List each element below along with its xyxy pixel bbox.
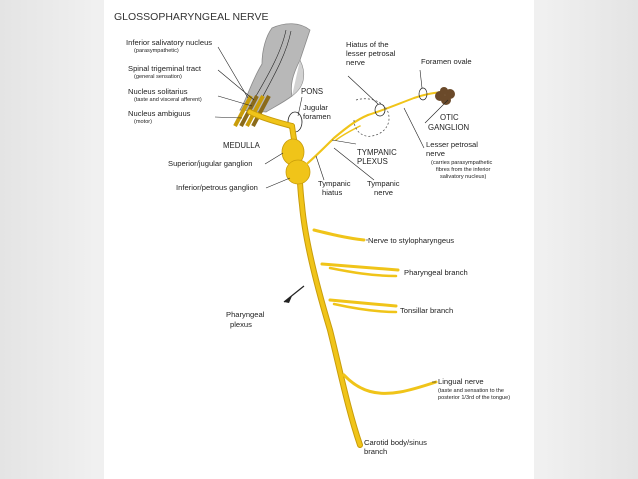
- label-tympanic-hiatus-1: Tympanic: [318, 179, 351, 188]
- label-pharyngeal-branch: Pharyngeal branch: [404, 268, 468, 277]
- label-carotid-1: Carotid body/sinus: [364, 438, 427, 447]
- label-lingual-sub-2: posterior 1/3rd of the tongue): [438, 395, 510, 401]
- label-inferior-ganglion: Inferior/petrous ganglion: [176, 183, 258, 192]
- label-hiatus-3: nerve: [346, 58, 365, 67]
- label-hiatus-2: lesser petrosal: [346, 49, 396, 58]
- branch-lingual: [342, 373, 438, 395]
- hiatus-ring: [374, 103, 386, 117]
- branch-stylopharyngeus: [312, 228, 366, 242]
- label-pharyngeal-plexus-2: plexus: [230, 320, 252, 329]
- label-tympanic-nerve-1: Tympanic: [367, 179, 400, 188]
- label-nucleus-solitarius-sub: (taste and visceral afferent): [134, 97, 202, 103]
- label-lesser-petrosal-2: nerve: [426, 149, 445, 158]
- label-lingual-nerve: Lingual nerve: [438, 377, 484, 386]
- pharyngeal-plexus-arrow: [283, 285, 305, 303]
- label-tympanic-nerve-2: nerve: [374, 188, 393, 197]
- label-superior-ganglion: Superior/jugular ganglion: [168, 159, 252, 168]
- brainstem: [233, 23, 311, 127]
- label-jugular-foramen-1: Jugular: [303, 103, 328, 112]
- label-carotid-2: branch: [364, 447, 387, 456]
- foramen-ovale-ring: [418, 87, 428, 101]
- label-lesser-petrosal-sub-1: (carries parasympathetic: [431, 160, 492, 166]
- label-pharyngeal-plexus-1: Pharyngeal: [226, 310, 265, 319]
- label-medulla: MEDULLA: [223, 141, 261, 150]
- label-spinal-trigeminal: Spinal trigeminal tract: [128, 64, 202, 73]
- labels: Inferior salivatory nucleus (parasympath…: [126, 38, 510, 456]
- label-inferior-salivatory-sub: (parasympathetic): [134, 48, 179, 54]
- label-stylopharyngeus: Nerve to stylopharyngeus: [368, 236, 454, 245]
- label-tympanic-hiatus-2: hiatus: [322, 188, 342, 197]
- label-otic-1: OTIC: [440, 113, 459, 122]
- label-tympanic-plexus-2: PLEXUS: [357, 157, 388, 166]
- label-nucleus-ambiguus: Nucleus ambiguus: [128, 109, 191, 118]
- label-hiatus-1: Hiatus of the: [346, 40, 389, 49]
- label-inferior-salivatory: Inferior salivatory nucleus: [126, 38, 212, 47]
- branch-pharyngeal: [320, 262, 400, 278]
- leader-lines: [214, 46, 449, 383]
- label-lesser-petrosal-sub-2: fibres from the inferior: [436, 167, 491, 173]
- label-spinal-trigeminal-sub: (general sensation): [134, 74, 182, 80]
- label-nucleus-solitarius: Nucleus solitarius: [128, 87, 188, 96]
- otic-ganglion: [435, 87, 455, 105]
- label-lesser-petrosal-1: Lesser petrosal: [426, 140, 478, 149]
- label-nucleus-ambiguus-sub: (motor): [134, 119, 152, 125]
- label-pons: PONS: [301, 87, 323, 96]
- label-foramen-ovale: Foramen ovale: [421, 57, 472, 66]
- label-jugular-foramen-2: foramen: [303, 112, 331, 121]
- label-lingual-sub-1: (taste and sensation to the: [438, 388, 504, 394]
- slide-card: [104, 0, 534, 479]
- diagram-title: GLOSSOPHARYNGEAL NERVE: [114, 11, 268, 23]
- branch-tonsillar: [328, 298, 398, 314]
- label-tonsillar-branch: Tonsillar branch: [400, 306, 453, 315]
- label-otic-2: GANGLION: [428, 123, 469, 132]
- label-tympanic-plexus-1: TYMPANIC: [357, 148, 397, 157]
- label-lesser-petrosal-sub-3: salivatory nucleus): [440, 174, 486, 180]
